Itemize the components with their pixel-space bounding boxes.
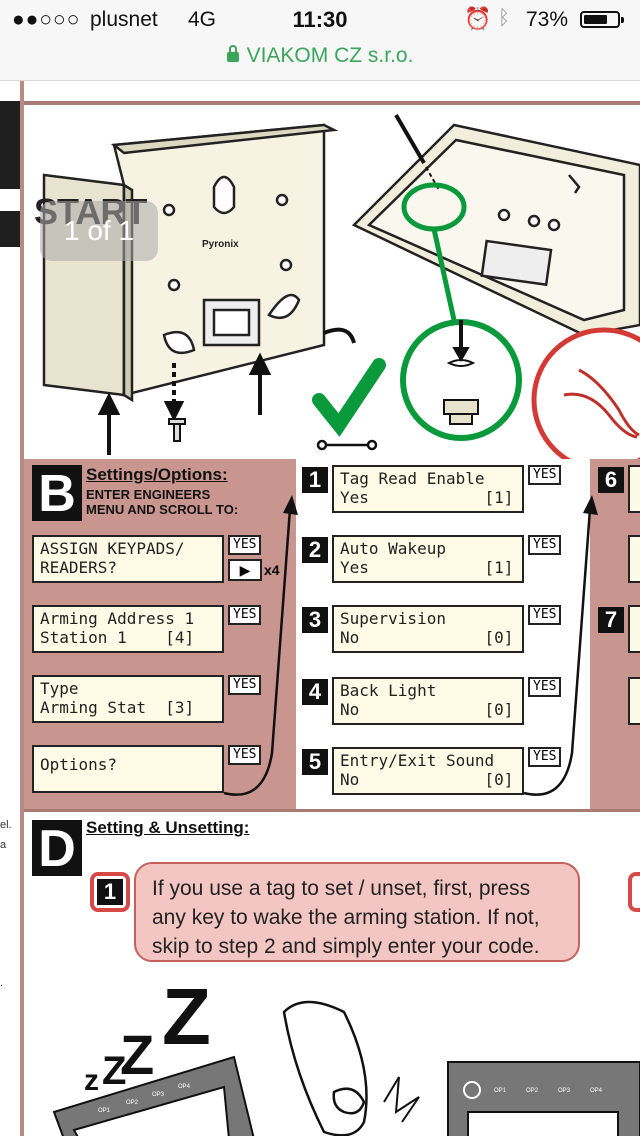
svg-text:OP2: OP2 (526, 1088, 539, 1094)
repeat-count: x4 (264, 562, 280, 578)
yes-button: YES (228, 745, 262, 765)
lcd-supervision: Supervision No [0] (332, 605, 524, 653)
yes-button: YES (228, 605, 262, 625)
site-label[interactable]: VIAKOM CZ s.r.o. (0, 44, 640, 68)
yes-button: YES (528, 677, 562, 697)
mounting-illustration: Pyronix (24, 101, 640, 473)
lcd-type: Type Arming Stat [3] (32, 675, 224, 723)
document-page[interactable]: el. a . Pyronix (0, 81, 640, 1136)
section-d-letter: D (32, 820, 82, 878)
lcd-partial (628, 605, 640, 653)
battery-fill (584, 15, 608, 24)
lcd-entry-exit-sound: Entry/Exit Sound No [0] (332, 747, 524, 795)
svg-text:OP2: OP2 (126, 1100, 139, 1106)
alarm-icon: ⏰ (464, 6, 492, 31)
address-bar[interactable]: VIAKOM CZ s.r.o. (0, 40, 640, 81)
sleep-letter: Z (102, 1049, 126, 1093)
page-counter-badge: 1 of 1 (40, 201, 158, 261)
lcd-back-light: Back Light No [0] (332, 677, 524, 725)
option-number: 4 (302, 679, 328, 705)
section-b-heading: Settings/Options: (86, 465, 228, 484)
carrier-name: plusnet (90, 8, 158, 31)
keypad-illustration: Z Z Z z OP1 OP2 OP3 OP4 (52, 972, 640, 1136)
svg-text:OP4: OP4 (590, 1088, 603, 1094)
edge-text: el. (0, 819, 12, 831)
brand-mark: Pyronix (202, 239, 239, 250)
section-b-subheading: ENTER ENGINEERS MENU AND SCROLL TO: (86, 487, 239, 517)
bluetooth-icon: ᛒ (498, 7, 510, 29)
sleep-letter: z (84, 1064, 99, 1097)
option-number: 6 (598, 467, 624, 493)
battery-percent: 73% (526, 8, 569, 31)
lcd-arming-address: Arming Address 1 Station 1 [4] (32, 605, 224, 653)
keypad-op-labels: OP1 OP2 OP3 OP4 (494, 1088, 603, 1094)
clock: 11:30 (292, 7, 348, 32)
option-number: 7 (598, 607, 624, 633)
yes-button: YES (528, 747, 562, 767)
edge-text: . (0, 977, 4, 989)
edge-text: a (0, 839, 7, 851)
svg-text:OP3: OP3 (152, 1092, 165, 1098)
svg-text:OP3: OP3 (558, 1088, 571, 1094)
step-badge: 1 (90, 872, 130, 912)
mounting-diagram: Pyronix (42, 113, 640, 473)
option-number: 1 (302, 467, 328, 493)
yes-button: YES (528, 605, 562, 625)
battery-icon (580, 11, 624, 28)
step-badge-partial (628, 872, 640, 912)
yes-button: YES (228, 535, 262, 555)
svg-text:OP1: OP1 (494, 1088, 507, 1094)
lcd-partial (628, 677, 640, 725)
section-b-settings: B Settings/Options: ENTER ENGINEERS MENU… (24, 459, 640, 809)
svg-text:OP1: OP1 (98, 1108, 111, 1114)
option-number: 3 (302, 607, 328, 633)
site-name: VIAKOM CZ s.r.o. (246, 44, 414, 67)
svg-text:OP4: OP4 (178, 1084, 191, 1090)
signal-strength: ●●○○○ (12, 8, 81, 31)
keypad-op-labels: OP1 OP2 OP3 OP4 (98, 1084, 191, 1114)
section-d-setting: D Setting & Unsetting: 1 If you use a ta… (24, 809, 640, 1136)
lcd-options: Options? (32, 745, 224, 793)
lcd-partial (628, 535, 640, 583)
lcd-tag-read-enable: Tag Read Enable Yes [1] (332, 465, 524, 513)
flow-arrows (223, 495, 598, 796)
section-d-heading: Setting & Unsetting: (86, 818, 250, 837)
yes-button: YES (528, 465, 562, 485)
option-number: 5 (302, 749, 328, 775)
backplate-drawing (42, 123, 339, 403)
section-b-letter: B (32, 465, 82, 523)
previous-page-edge: el. a . (0, 81, 24, 1136)
yes-button: YES (228, 675, 262, 695)
scroll-arrow-key: ▶ (228, 559, 262, 581)
lcd-assign-keypads: ASSIGN KEYPADS/ READERS? (32, 535, 224, 583)
option-number: 2 (302, 537, 328, 563)
step-instruction: If you use a tag to set / unset, first, … (134, 862, 580, 962)
lcd-partial (628, 465, 640, 513)
lcd-auto-wakeup: Auto Wakeup Yes [1] (332, 535, 524, 583)
status-bar: ●●○○○ plusnet 4G 11:30 ⏰ ᛒ 73% (0, 0, 640, 40)
yes-button: YES (528, 535, 562, 555)
sleep-letter: Z (120, 1023, 154, 1086)
sleep-letter: Z (162, 972, 211, 1061)
lock-icon (226, 45, 239, 62)
network-type: 4G (188, 8, 217, 31)
